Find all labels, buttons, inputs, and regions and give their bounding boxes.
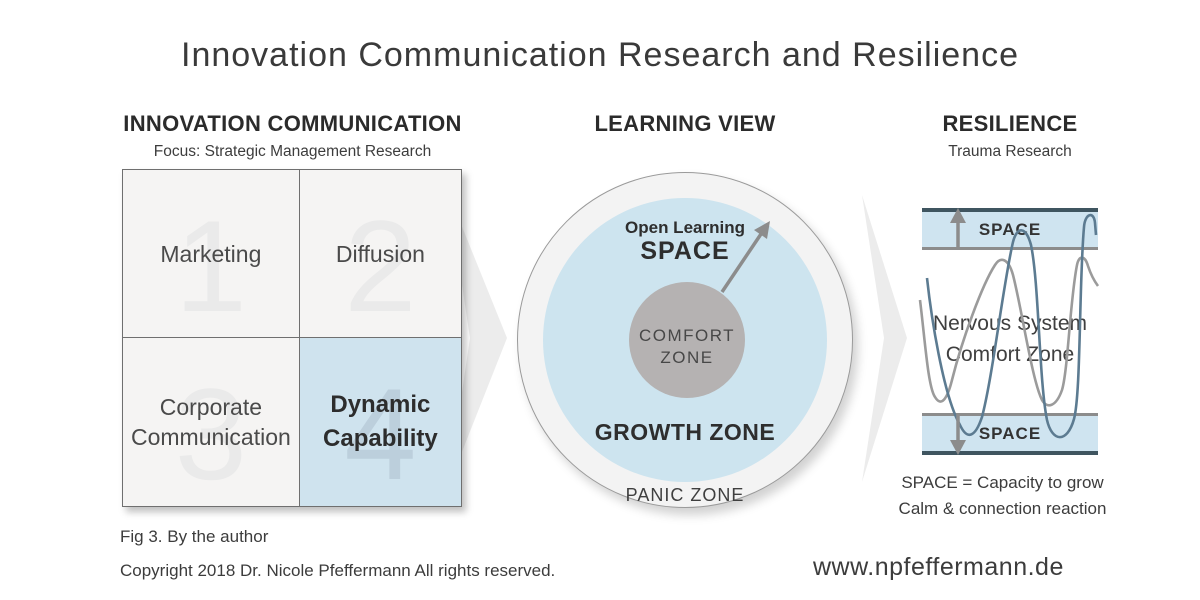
innovation-matrix: 1 Marketing 2 Diffusion 3 Corporate Comm… — [122, 169, 462, 507]
section-heading-resilience: RESILIENCE — [942, 111, 1078, 136]
matrix-number-watermark: 2 — [344, 192, 417, 339]
matrix-number-watermark: 4 — [344, 361, 417, 507]
space-band-top-label: SPACE — [978, 219, 1042, 239]
website-text: www.npfeffermann.de — [813, 553, 1064, 581]
space-legend-line1: SPACE = Capacity to grow — [901, 473, 1104, 492]
matrix-cell-marketing: 1 Marketing — [123, 170, 300, 338]
matrix-cell-label: Corporate Communication — [131, 394, 291, 450]
growth-zone-label: GROWTH ZONE — [594, 419, 776, 445]
matrix-cell-label: Diffusion — [335, 240, 425, 267]
panic-zone-label: PANIC ZONE — [625, 485, 745, 505]
matrix-cell-diffusion: 2 Diffusion — [299, 170, 461, 338]
matrix-number-watermark: 3 — [174, 361, 248, 507]
matrix-cell-corporate-communication: 3 Corporate Communication — [123, 338, 300, 506]
section-heading-learning-view: LEARNING VIEW — [594, 111, 776, 136]
figure-caption: Fig 3. By the author — [120, 527, 269, 546]
nervous-system-label: Nervous System Comfort Zone — [905, 308, 1115, 370]
space-legend-line2: Calm & connection reaction — [898, 499, 1107, 518]
section-subheading-resilience: Trauma Research — [948, 143, 1072, 160]
copyright-text: Copyright 2018 Dr. Nicole Pfeffermann Al… — [120, 561, 556, 580]
section-heading-innovation-communication: INNOVATION COMMUNICATION — [123, 111, 462, 136]
comfort-zone-circle — [629, 282, 745, 398]
page-title: Innovation Communication Research and Re… — [181, 36, 1019, 74]
matrix-number-watermark: 1 — [174, 192, 248, 339]
space-band-bottom-label: SPACE — [978, 423, 1042, 443]
space-legend: SPACE = Capacity to grow Calm & connecti… — [880, 470, 1125, 522]
matrix-cell-label: Dynamic Capability — [323, 391, 438, 452]
space-band-bottom: SPACE — [922, 413, 1098, 455]
open-learning-label: Open Learning — [625, 218, 745, 237]
comfort-zone-label-line2: ZONE — [660, 348, 714, 367]
open-learning-space-label: SPACE — [640, 237, 730, 265]
comfort-zone-label: COMFORT ZONE — [627, 325, 747, 369]
comfort-zone-label-line1: COMFORT — [638, 326, 736, 345]
space-band-top: SPACE — [922, 208, 1098, 250]
section-subheading-innovation-communication: Focus: Strategic Management Research — [153, 143, 432, 160]
nervous-system-label-line2: Comfort Zone — [945, 343, 1075, 366]
matrix-cell-label: Marketing — [160, 240, 262, 267]
matrix-cell-dynamic-capability: 4 Dynamic Capability — [299, 338, 461, 506]
nervous-system-label-line1: Nervous System — [932, 312, 1088, 335]
